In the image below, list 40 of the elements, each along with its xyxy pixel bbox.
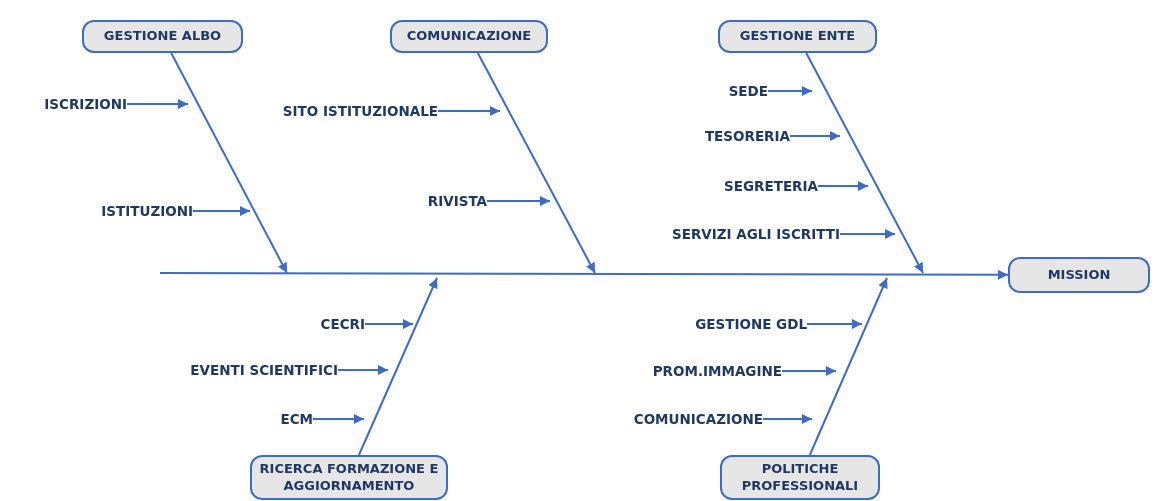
arrow [437,106,501,116]
cause-label: SITO ISTITUZIONALE [282,103,438,119]
cause-label: PROM.IMMAGINE [652,363,782,379]
category-box: POLITICHE PROFESSIONALI [720,455,880,500]
arrow [806,319,863,329]
arrow [364,319,414,329]
arrow [767,86,813,96]
arrow [781,366,837,376]
arrow [192,206,251,216]
arrow [808,277,888,456]
category-box: RICERCA FORMAZIONE E AGGIORNAMENTO [250,455,448,500]
category-box: COMUNICAZIONE [390,20,548,53]
cause-label: ISTITUZIONI [101,203,193,219]
cause-label: ISCRIZIONI [44,96,127,112]
cause-label: SERVIZI AGLI ISCRITTI [672,226,840,242]
arrow [839,229,896,239]
arrow [762,414,813,424]
arrow [312,414,365,424]
category-box: GESTIONE ENTE [718,20,877,53]
cause-label: COMUNICAZIONE [633,411,763,427]
arrow [159,269,1009,280]
arrow [357,277,438,456]
cause-label: SEGRETERIA [724,178,818,194]
arrow [486,196,551,206]
cause-label: CECRI [320,316,365,332]
category-box: MISSION [1008,257,1150,293]
category-box: GESTIONE ALBO [82,20,243,53]
arrow [817,181,869,191]
cause-label: SEDE [728,83,768,99]
arrow [170,52,288,274]
arrow [789,131,841,141]
cause-label: ECM [280,411,313,427]
arrow [337,365,389,375]
arrow [126,99,189,109]
cause-label: TESORERIA [704,128,790,144]
cause-label: GESTIONE GDL [695,316,807,332]
arrow [476,52,596,274]
arrow [805,52,924,274]
cause-label: RIVISTA [427,193,487,209]
cause-label: EVENTI SCIENTIFICI [190,362,338,378]
